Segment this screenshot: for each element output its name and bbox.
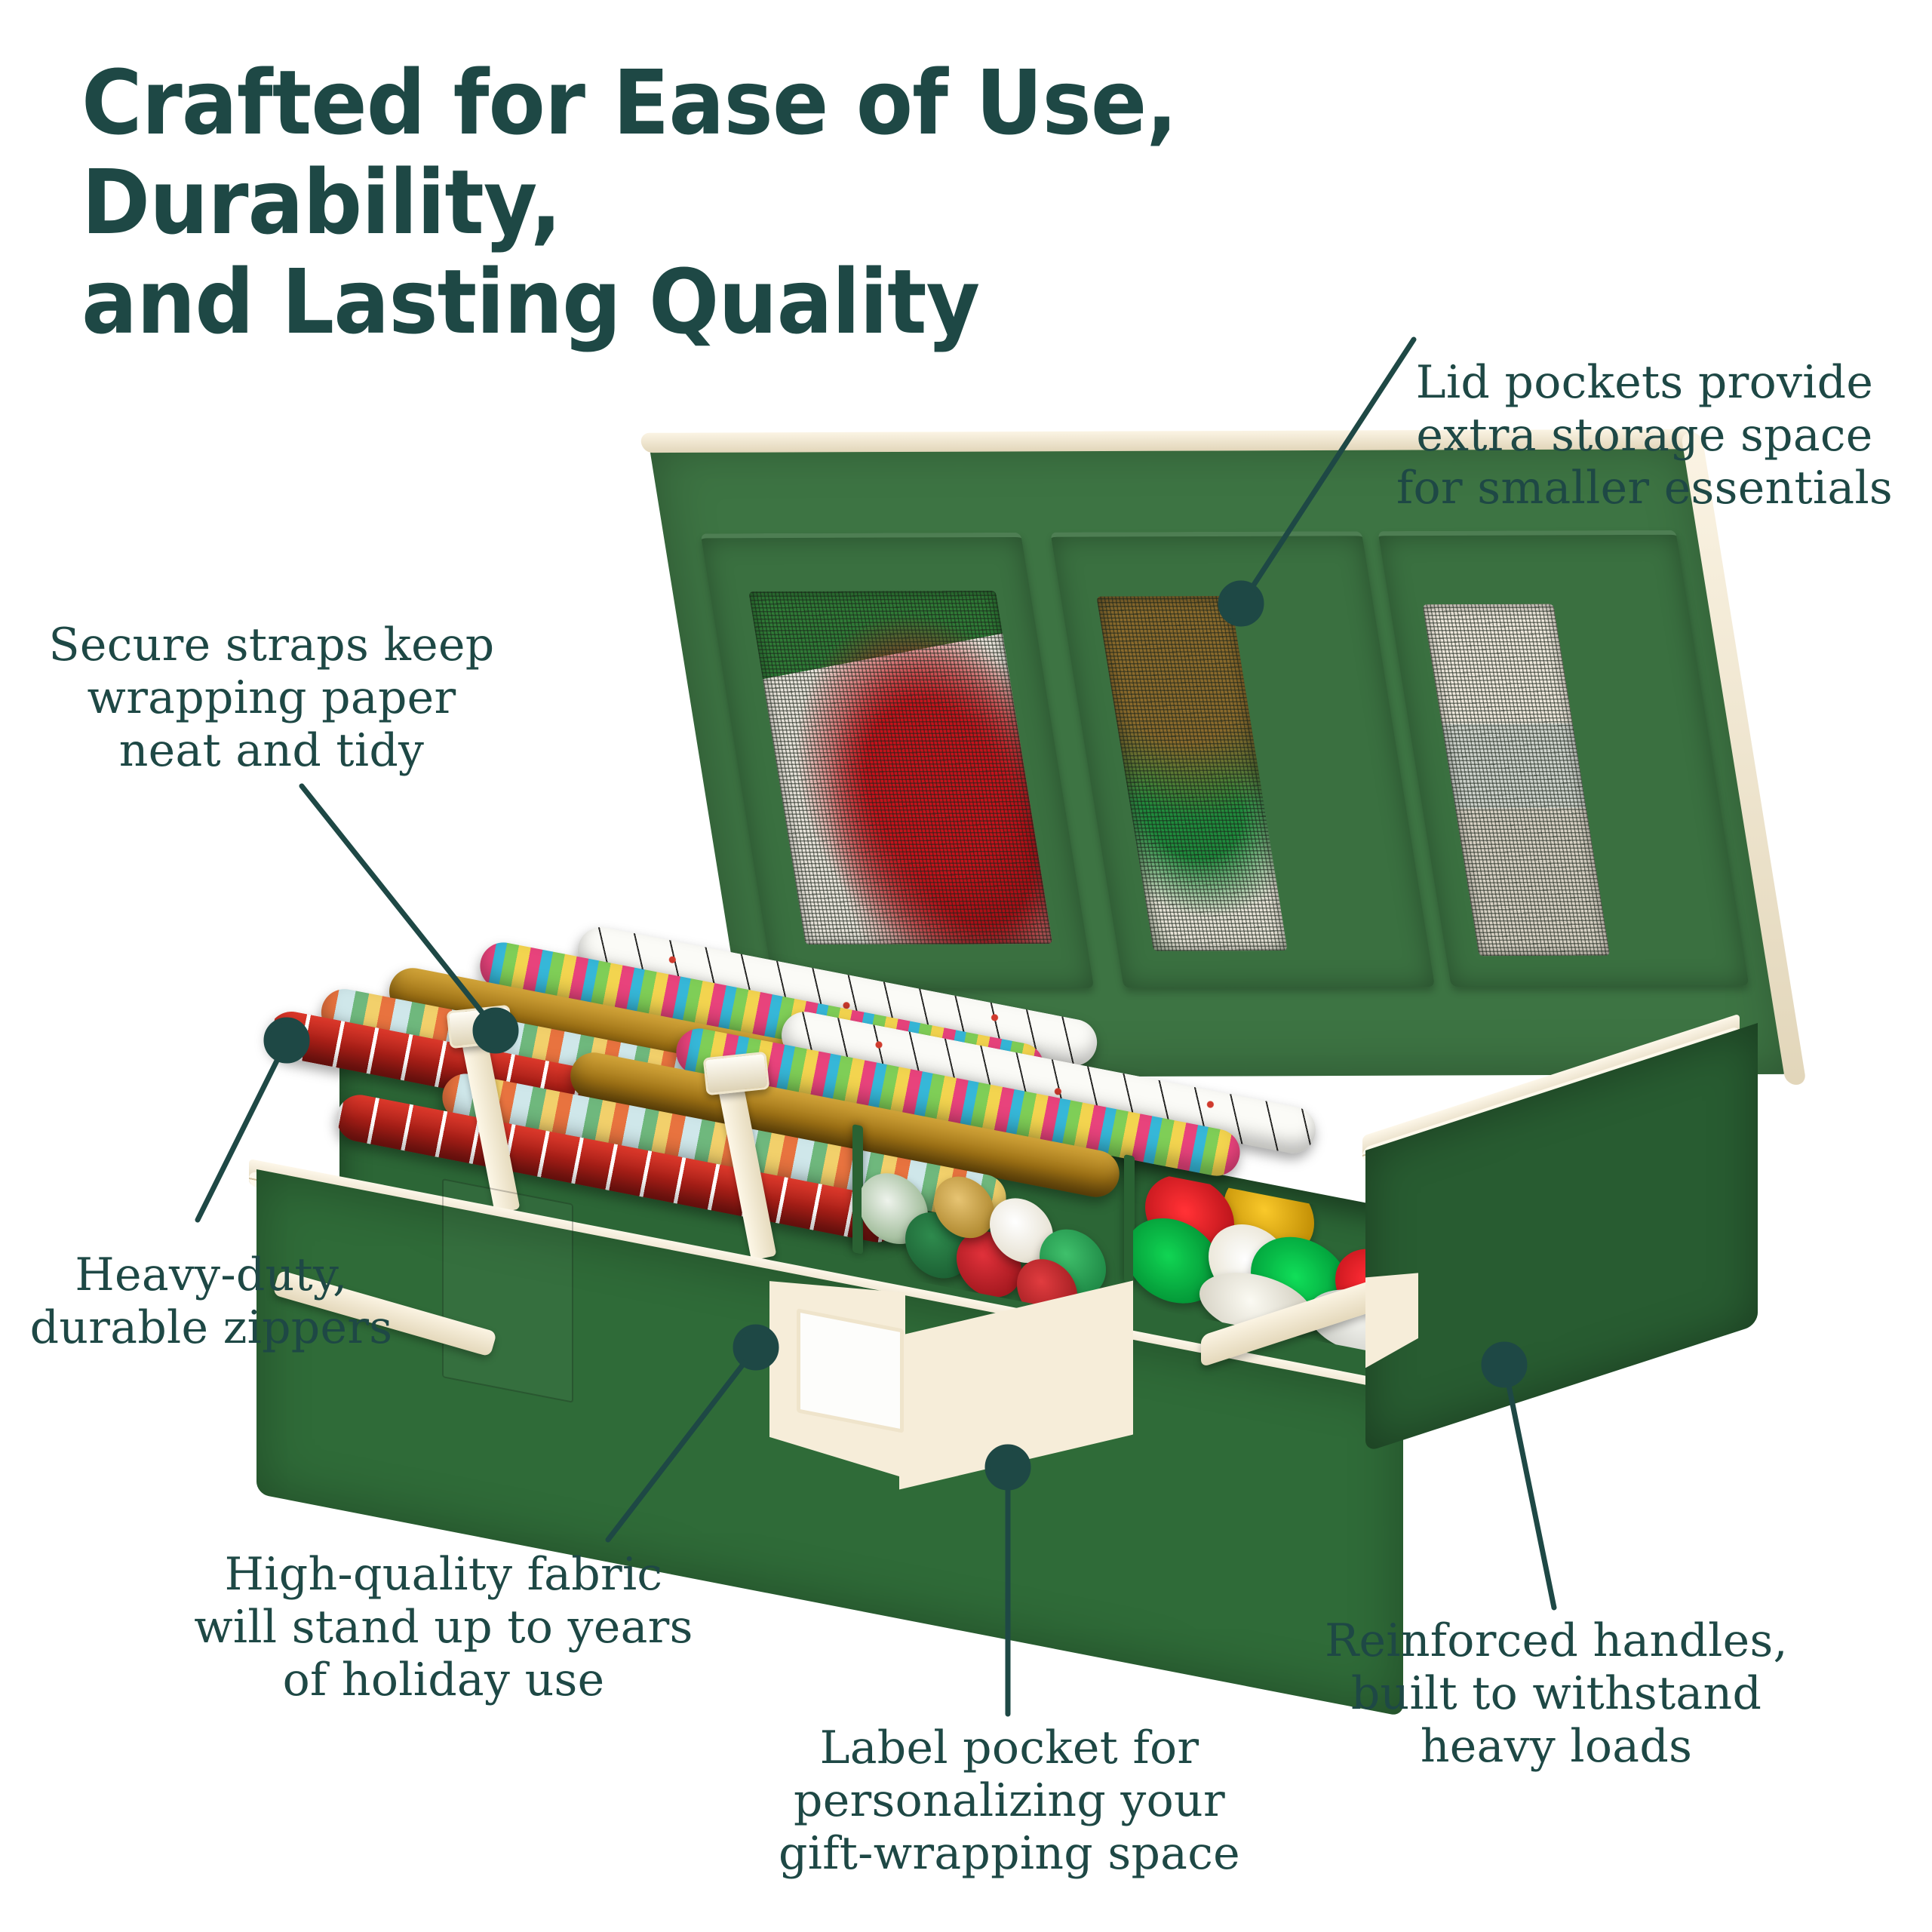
strap-buckle-1 (446, 1004, 514, 1049)
page-title: Crafted for Ease of Use, Durability, and… (81, 53, 1625, 352)
lid-pocket-3-mesh-window (1422, 604, 1611, 957)
callout-lid-pockets: Lid pockets provide extra storage space … (1365, 356, 1924, 515)
callout-label-pocket: Label pocket for personalizing your gift… (760, 1722, 1258, 1881)
callout-label-pocket-line-1: Label pocket for (819, 1722, 1199, 1774)
lid-pocket-1-mesh-window (748, 590, 1053, 945)
callout-zippers-line-2: durable zippers (29, 1301, 393, 1355)
callout-handles-line-1: Reinforced handles, (1325, 1614, 1788, 1667)
callout-fabric-line-3: of holiday use (282, 1654, 605, 1707)
callout-heavy-duty-zippers: Heavy-duty, durable zippers (8, 1249, 415, 1354)
callout-zippers-line-1: Heavy-duty, (75, 1249, 348, 1301)
callout-fabric-line-1: High-quality fabric (224, 1548, 663, 1601)
callout-secure-straps: Secure straps keep wrapping paper neat a… (23, 619, 521, 778)
callout-lid-pockets-line-2: extra storage space (1416, 409, 1873, 462)
callout-lid-pockets-line-3: for smaller essentials (1396, 462, 1894, 515)
label-card[interactable] (797, 1308, 904, 1433)
base-right-panel (1365, 1023, 1758, 1452)
callout-handles-line-3: heavy loads (1420, 1720, 1693, 1774)
callout-label-pocket-line-2: personalizing your (794, 1774, 1225, 1828)
callout-secure-straps-line-2: wrapping paper (87, 671, 456, 725)
callout-fabric-line-2: will stand up to years (194, 1601, 693, 1654)
callout-label-pocket-line-3: gift-wrapping space (779, 1827, 1240, 1881)
callout-secure-straps-line-3: neat and tidy (118, 724, 425, 778)
callout-secure-straps-line-1: Secure straps keep (48, 619, 495, 671)
callout-high-quality-fabric: High-quality fabric will stand up to yea… (172, 1548, 715, 1707)
front-seam-pocket (442, 1178, 573, 1403)
callout-lid-pockets-line-1: Lid pockets provide (1415, 356, 1874, 409)
title-line-2: and Lasting Quality (81, 250, 980, 355)
storage-box-base (249, 923, 1758, 1717)
title-line-1: Crafted for Ease of Use, Durability, (81, 51, 1178, 255)
callout-reinforced-handles: Reinforced handles, built to withstand h… (1296, 1614, 1817, 1774)
callout-handles-line-2: built to withstand (1350, 1667, 1762, 1721)
strap-buckle-2 (702, 1051, 770, 1096)
lid-pocket-2-mesh-window (1096, 595, 1288, 951)
